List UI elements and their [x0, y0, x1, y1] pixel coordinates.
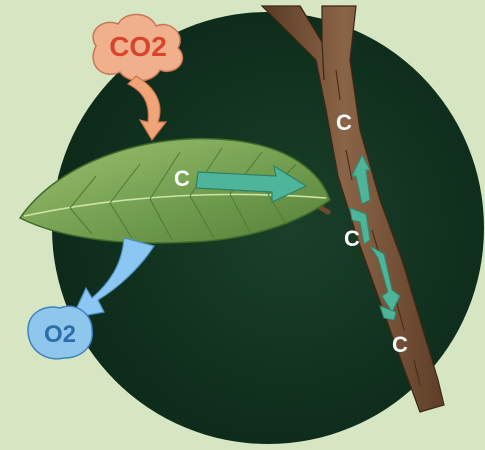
carbon-label-stem-top: C: [336, 110, 352, 135]
carbon-label-stem-bottom: C: [392, 332, 408, 357]
o2-label: O2: [44, 321, 76, 348]
carbon-label-stem-middle: C: [344, 226, 360, 251]
co2-label: CO2: [109, 31, 167, 62]
carbon-label-leaf: C: [174, 166, 190, 191]
